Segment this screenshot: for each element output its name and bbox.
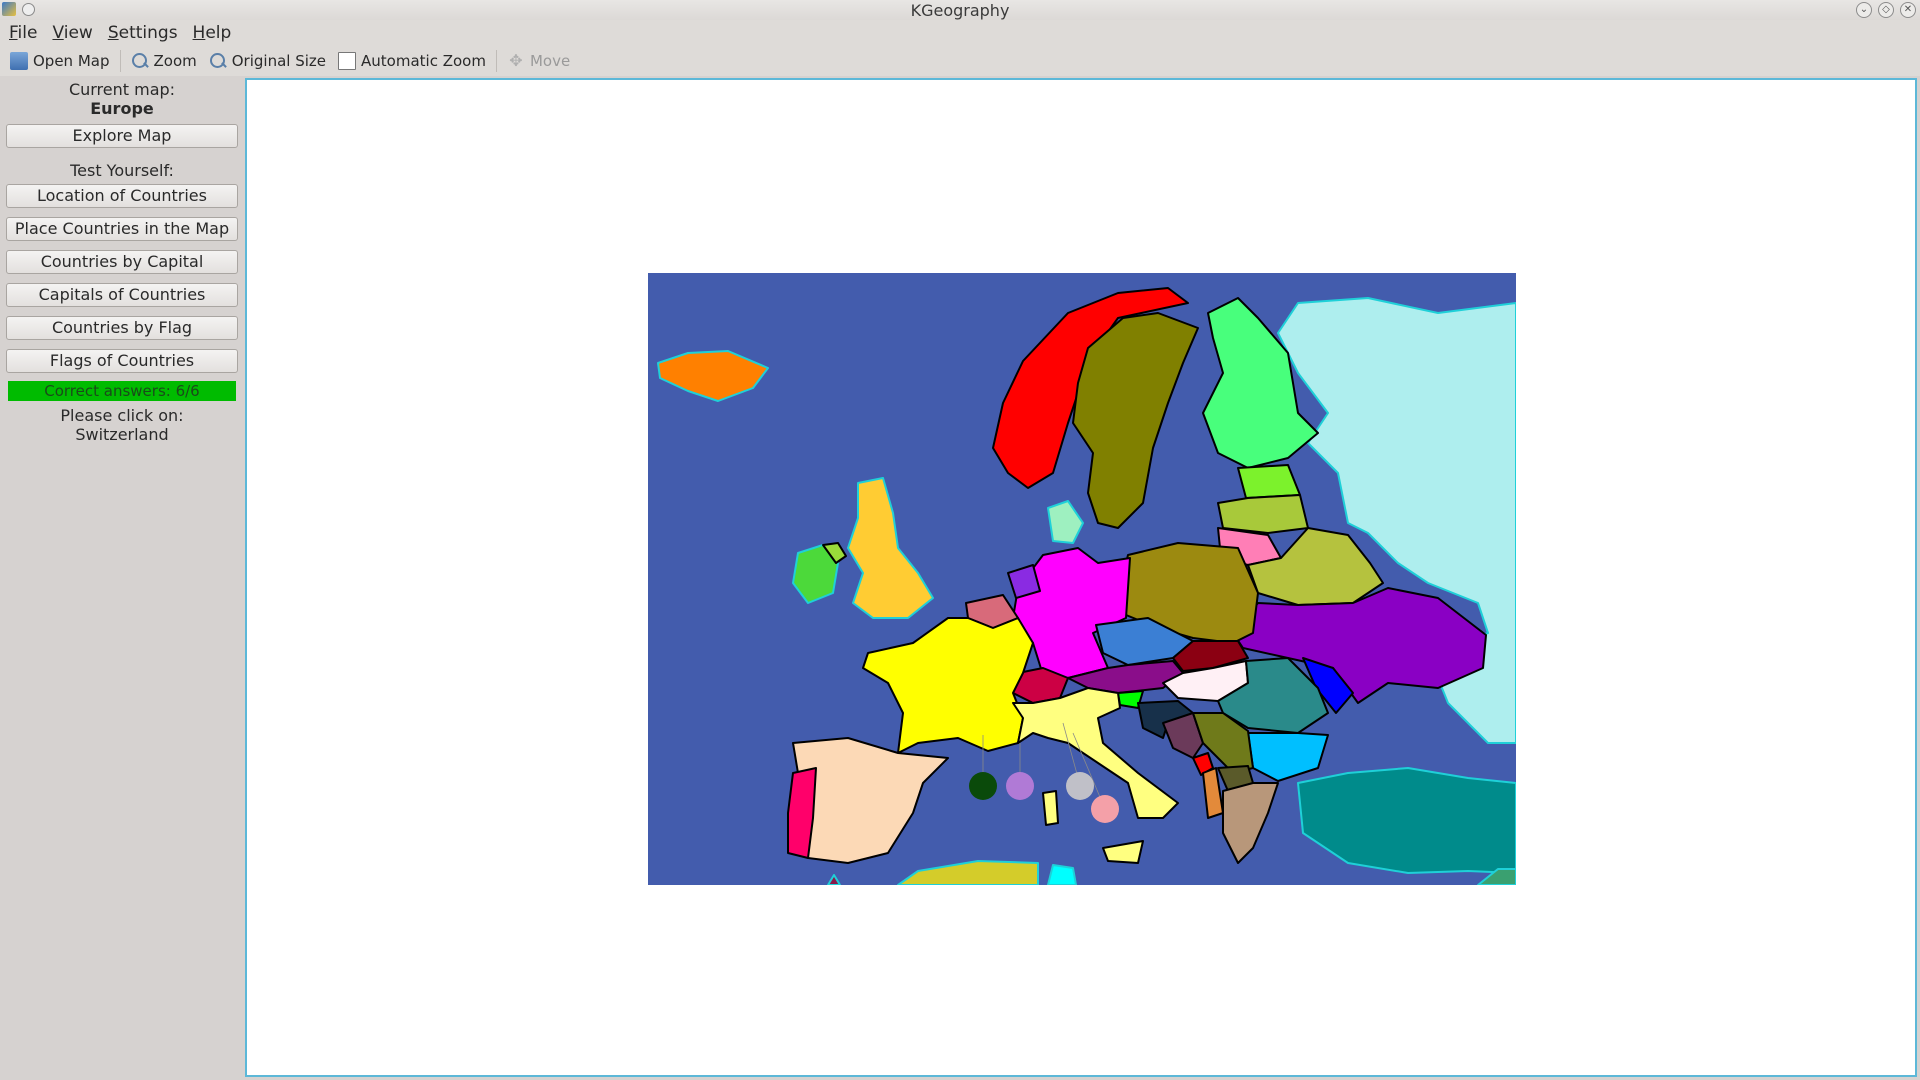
maximize-icon[interactable]: ◇	[1878, 2, 1894, 18]
country-bosnia[interactable]	[1162, 712, 1204, 759]
window-title: KGeography	[910, 0, 1010, 20]
marker-andorra[interactable]	[969, 772, 997, 800]
score-bar: Correct answers: 6/6	[8, 381, 236, 401]
country-romania[interactable]	[1217, 657, 1329, 734]
country-belarus[interactable]	[1247, 527, 1384, 606]
move-icon: ✥	[509, 51, 523, 70]
original-size-icon	[209, 52, 227, 70]
country-tunisia[interactable]	[1047, 864, 1077, 885]
explore-map-button[interactable]: Explore Map	[6, 124, 238, 148]
country-ukraine[interactable]	[1232, 587, 1487, 704]
menu-bar: File View Settings Help	[0, 20, 1920, 46]
country-russia[interactable]	[1277, 297, 1516, 744]
open-map-icon	[10, 52, 28, 70]
country-portugal[interactable]	[787, 767, 817, 859]
country-slovakia[interactable]	[1172, 640, 1249, 672]
country-italy-sicily[interactable]	[1102, 840, 1144, 864]
country-sweden[interactable]	[1072, 312, 1199, 529]
move-button[interactable]: ✥ Move	[501, 48, 576, 74]
europe-map[interactable]	[648, 273, 1516, 885]
toolbar: Open Map Zoom Original Size Automatic Zo…	[0, 46, 1920, 76]
country-northern-ireland[interactable]	[822, 542, 847, 564]
test-yourself-label: Test Yourself:	[70, 161, 174, 180]
original-size-label: Original Size	[231, 52, 327, 70]
country-italy[interactable]	[1012, 687, 1179, 819]
menu-view[interactable]: View	[52, 23, 93, 43]
country-syria[interactable]	[1477, 868, 1516, 885]
title-bar: KGeography ⌄ ◇ ✕	[0, 0, 1920, 20]
country-iceland[interactable]	[657, 350, 769, 402]
toolbar-separator	[119, 50, 121, 72]
country-algeria[interactable]	[897, 860, 1039, 885]
marker-vatican[interactable]	[1091, 795, 1119, 823]
country-italy-sardinia[interactable]	[1042, 790, 1059, 826]
sidebar: Current map: Europe Explore Map Test You…	[0, 78, 244, 1080]
country-netherlands[interactable]	[1007, 564, 1041, 599]
minimize-icon[interactable]: ⌄	[1856, 2, 1872, 18]
flags-of-countries-button[interactable]: Flags of Countries	[6, 349, 238, 373]
country-estonia[interactable]	[1237, 464, 1301, 499]
country-finland[interactable]	[1202, 297, 1319, 469]
marker-san-marino[interactable]	[1066, 772, 1094, 800]
capitals-of-countries-button[interactable]: Capitals of Countries	[6, 283, 238, 307]
zoom-label: Zoom	[153, 52, 197, 70]
country-greece[interactable]	[1222, 782, 1279, 864]
place-countries-button[interactable]: Place Countries in the Map	[6, 217, 238, 241]
original-size-button[interactable]: Original Size	[203, 48, 332, 74]
automatic-zoom-label: Automatic Zoom	[361, 52, 486, 70]
current-map-label: Current map:	[68, 80, 176, 99]
countries-by-capital-button[interactable]: Countries by Capital	[6, 250, 238, 274]
menu-help[interactable]: Help	[192, 23, 232, 43]
pin-icon[interactable]	[22, 2, 35, 16]
automatic-zoom-icon	[338, 52, 357, 70]
automatic-zoom-button[interactable]: Automatic Zoom	[332, 48, 492, 74]
map-view[interactable]	[245, 78, 1917, 1077]
country-turkey[interactable]	[1297, 767, 1516, 874]
country-united-kingdom[interactable]	[847, 477, 934, 619]
countries-by-flag-button[interactable]: Countries by Flag	[6, 316, 238, 340]
country-morocco[interactable]	[827, 874, 841, 885]
close-icon[interactable]: ✕	[1900, 2, 1916, 18]
zoom-icon	[131, 52, 149, 70]
move-label: Move	[529, 52, 571, 70]
country-montenegro[interactable]	[1192, 752, 1214, 776]
open-map-label: Open Map	[33, 52, 110, 70]
prompt-country: Switzerland	[75, 425, 169, 444]
zoom-button[interactable]: Zoom	[125, 48, 203, 74]
prompt-label: Please click on:	[60, 406, 184, 425]
menu-settings[interactable]: Settings	[107, 23, 178, 43]
marker-monaco[interactable]	[1006, 772, 1034, 800]
current-map-value: Europe	[90, 99, 154, 118]
location-of-countries-button[interactable]: Location of Countries	[6, 184, 238, 208]
menu-file[interactable]: File	[9, 23, 38, 43]
country-denmark[interactable]	[1047, 500, 1084, 544]
country-latvia[interactable]	[1217, 494, 1309, 534]
app-icon[interactable]	[2, 2, 16, 16]
toolbar-separator	[495, 50, 497, 72]
open-map-button[interactable]: Open Map	[4, 48, 116, 74]
